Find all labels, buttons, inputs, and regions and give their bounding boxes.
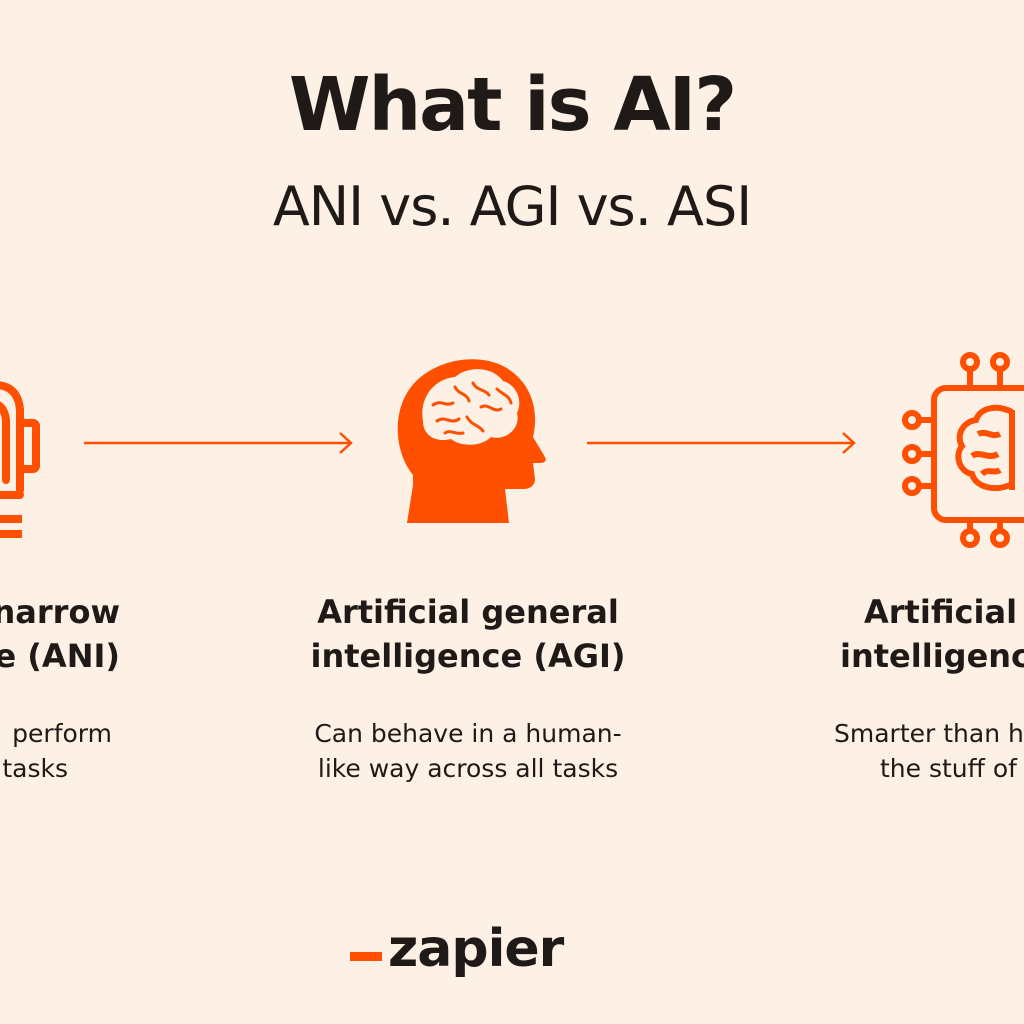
ani-title: narrow ce (ANI) [0,590,120,678]
asi-desc-line1: Smarter than h [834,719,1024,748]
human-head-brain-icon [397,359,546,523]
arrow-right-icon [84,432,353,454]
ani-desc-line2: tasks [2,754,68,783]
ani-description: perform tasks [0,716,112,786]
asi-desc-line2: the stuff of [880,754,1017,783]
agi-desc-line2: like way across all tasks [317,754,619,783]
agi-title-line1: Artificial general [317,593,619,631]
arrow-right-icon [587,432,856,454]
asi-title-line1: Artificial s [864,593,1024,631]
ani-title-line2: ce (ANI) [0,637,120,675]
logo-wordmark: zapier [388,919,564,979]
agi-title: Artificial general intelligence (AGI) [288,590,648,678]
agi-desc-line1: Can behave in a human- [314,719,622,748]
asi-description: Smarter than h the stuff of [834,716,1024,786]
asi-title-line2: intelligence [840,637,1024,675]
ani-desc-line1: perform [12,719,112,748]
zapier-logo: zapier [350,915,564,979]
page-subtitle: ANI vs. AGI vs. ASI [272,175,752,238]
robot-arm-icon [0,381,40,538]
brain-chip-icon [902,352,1024,548]
page-title: What is AI? [288,62,737,148]
logo-underscore [350,952,382,961]
asi-title: Artificial s intelligence [840,590,1024,678]
ani-title-line1: narrow [0,593,120,631]
agi-title-line2: intelligence (AGI) [310,637,626,675]
agi-description: Can behave in a human- like way across a… [288,716,648,786]
